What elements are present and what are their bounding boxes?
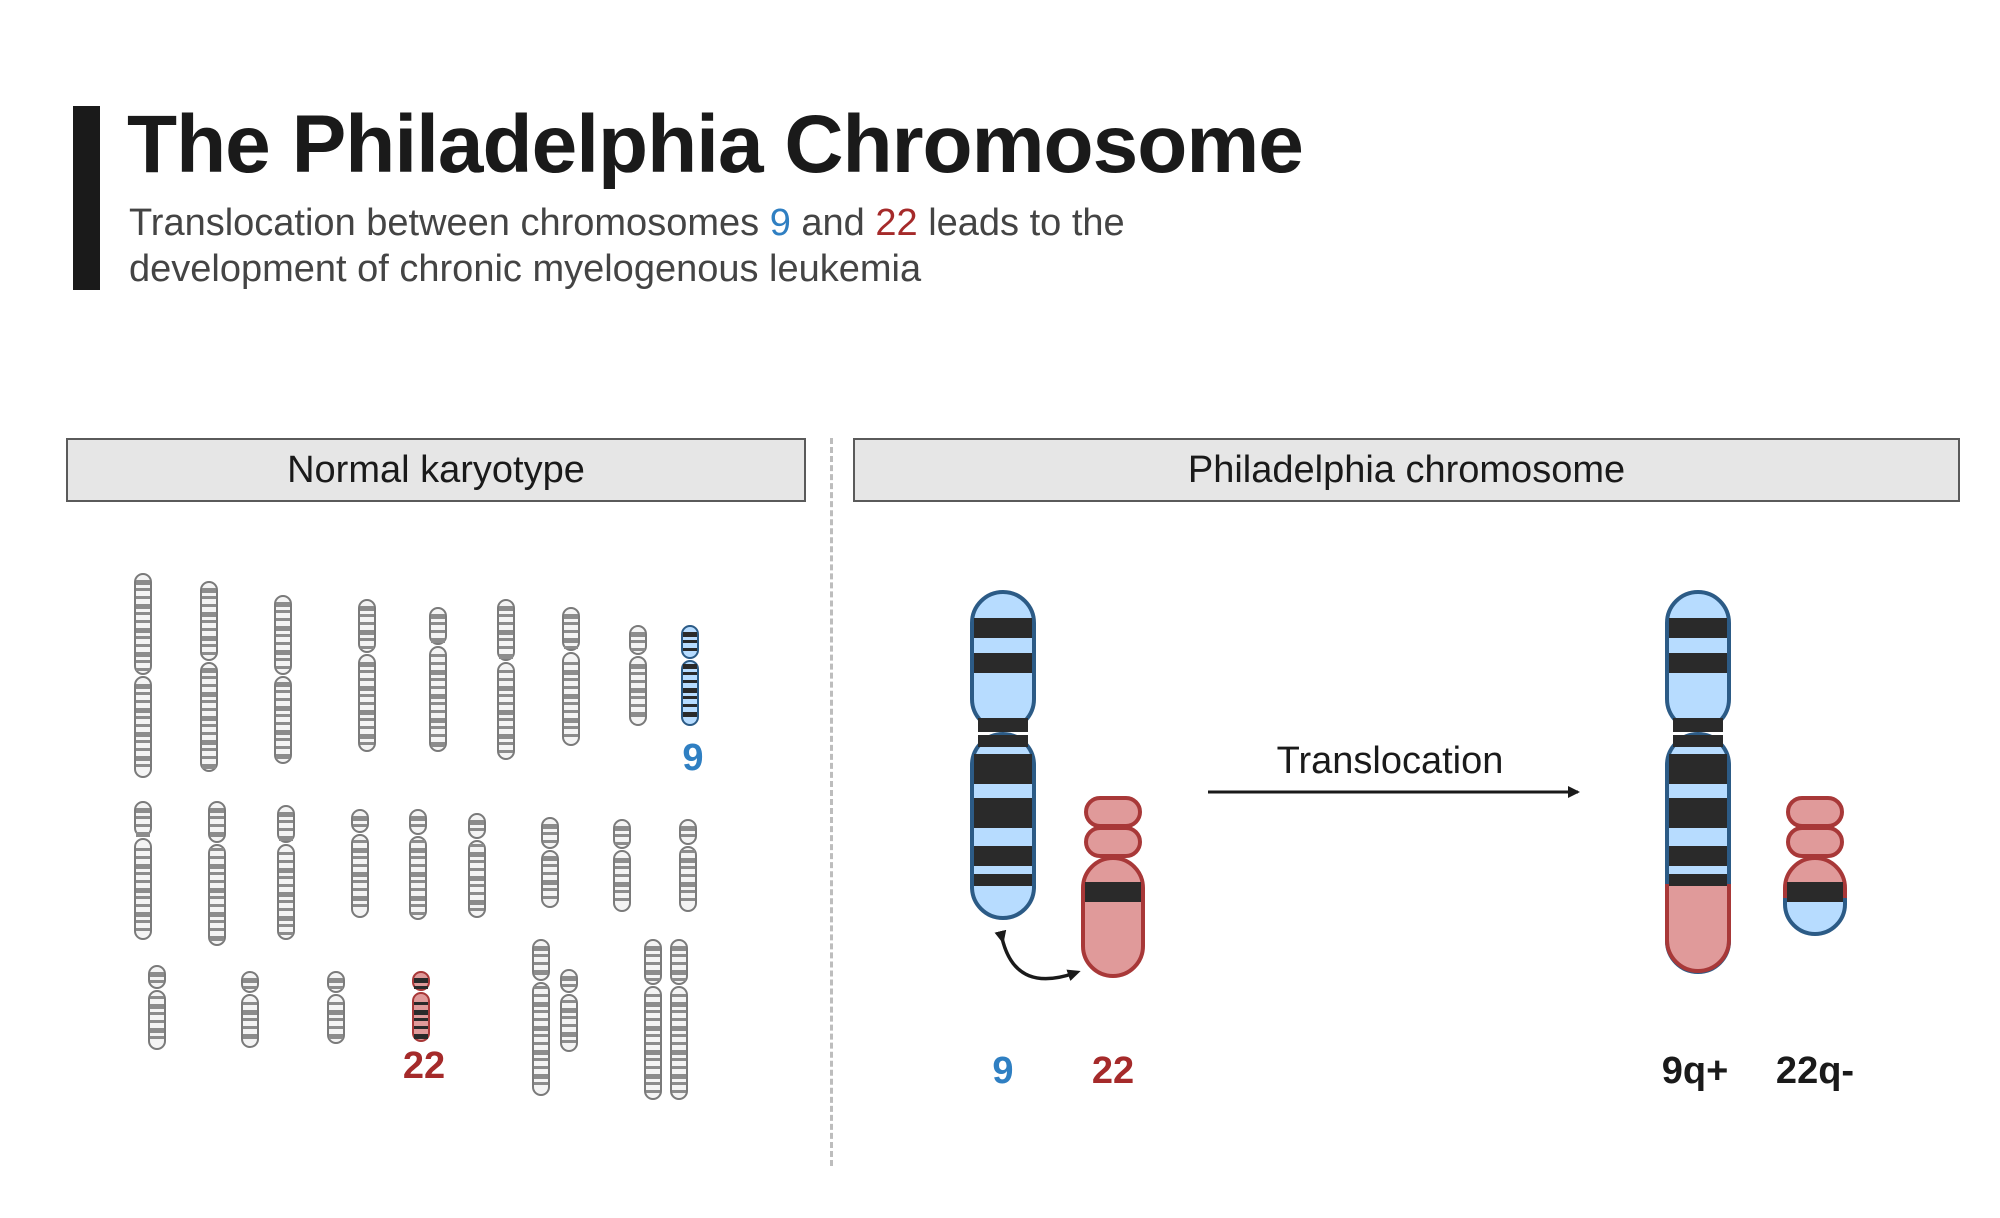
subtitle-text: and [790, 202, 876, 244]
title-accent-bar [73, 106, 100, 290]
philadelphia-chromosome-header: Philadelphia chromosome [853, 438, 1960, 502]
normal-karyotype-group [134, 573, 699, 1100]
normal-chromosome-y [560, 969, 578, 1052]
normal-chromosome-12 [277, 805, 295, 940]
normal-chromosome-19 [148, 965, 166, 1050]
normal-chromosome-18 [679, 819, 697, 912]
before-label-22: 22 [1091, 1050, 1135, 1092]
normal-chromosome-22-highlight [412, 971, 430, 1042]
karyotype-label-9: 9 [682, 737, 704, 779]
chromosome-9-normal [970, 590, 1036, 920]
normal-chromosome-15 [468, 813, 486, 918]
normal-chromosome-3 [274, 595, 292, 764]
subtitle-text: leads to the [917, 202, 1125, 244]
normal-chromosome-6 [497, 599, 515, 760]
normal-chromosome-14 [409, 809, 427, 920]
normal-chromosome-2 [200, 581, 218, 772]
normal-chromosome-21 [327, 971, 345, 1044]
normal-chromosome-9-highlight [681, 625, 699, 726]
after-label-9q-plus: 9q+ [1661, 1050, 1729, 1092]
subtitle-chr22: 22 [875, 202, 918, 244]
normal-chromosome-5 [429, 607, 447, 752]
normal-chromosome-10 [134, 801, 152, 940]
before-label-9: 9 [992, 1050, 1014, 1092]
normal-chromosome-20 [241, 971, 259, 1048]
after-label-22q-minus: 22q- [1775, 1050, 1855, 1092]
normal-chromosome-1 [134, 573, 152, 778]
translocation-label: Translocation [1276, 740, 1504, 782]
chromosome-22-normal [1081, 796, 1145, 978]
page-title: The Philadelphia Chromosome [127, 99, 1304, 190]
translocation-after-group [1665, 590, 1847, 974]
normal-chromosome-13 [351, 809, 369, 918]
panel-divider [830, 438, 833, 1166]
normal-chromosome-11 [208, 801, 226, 946]
subtitle-text: Translocation between chromosomes [129, 202, 770, 244]
normal-chromosome-16 [541, 817, 559, 908]
normal-chromosome-pair-a [644, 939, 662, 1100]
translocation-before-group [970, 590, 1145, 978]
normal-karyotype-header: Normal karyotype [66, 438, 806, 502]
normal-chromosome-7 [562, 607, 580, 746]
chromosome-22q-minus [1783, 796, 1847, 936]
subtitle-chr9: 9 [769, 202, 791, 244]
normal-chromosome-17 [613, 819, 631, 912]
normal-chromosome-8 [629, 625, 647, 726]
chromosome-9q-plus [1665, 590, 1731, 974]
normal-chromosome-4 [358, 599, 376, 752]
exchange-arrow-icon [994, 929, 1081, 981]
page-subtitle: Translocation between chromosomes 9 and … [129, 200, 1329, 292]
normal-chromosome-pair-b [670, 939, 688, 1100]
subtitle-line2: development of chronic myelogenous leuke… [129, 248, 922, 290]
karyotype-label-22: 22 [402, 1045, 446, 1087]
normal-chromosome-x [532, 939, 550, 1096]
